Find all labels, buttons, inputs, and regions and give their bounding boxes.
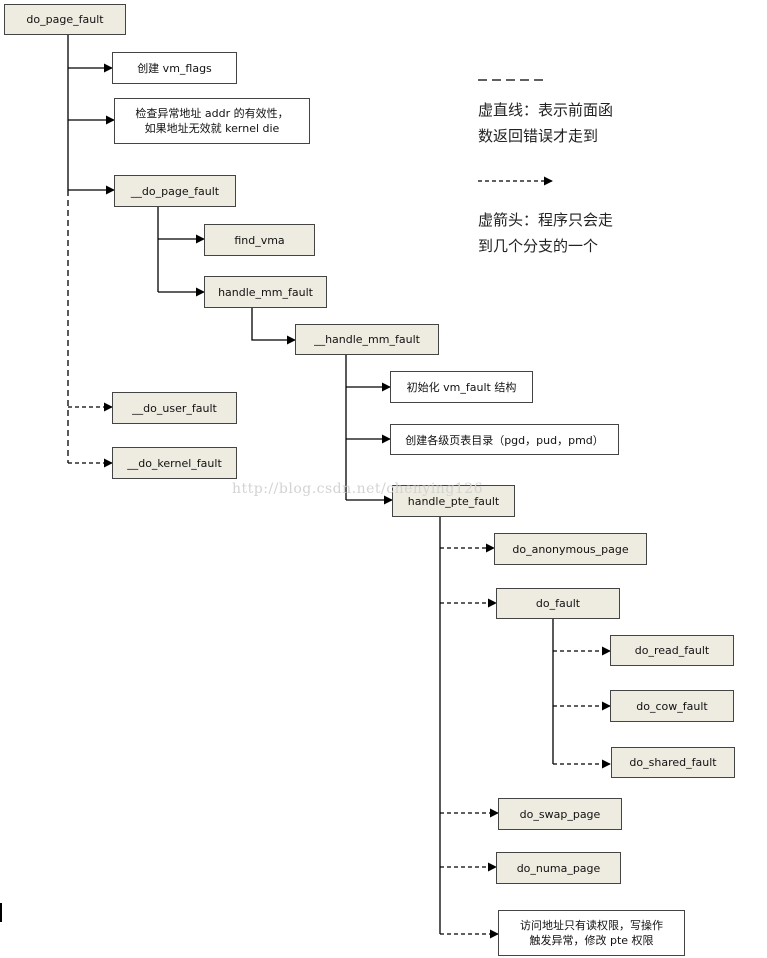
node-handle-pte-fault: handle_pte_fault xyxy=(392,485,515,517)
node-do-cow-fault: do_cow_fault xyxy=(610,690,734,722)
node-do-fault: do_fault xyxy=(496,588,620,619)
node-do-numa-page: do_numa_page xyxy=(496,852,621,884)
node-__handle-mm-fault: __handle_mm_fault xyxy=(295,324,439,355)
node-create-vm-flags: 创建 vm_flags xyxy=(112,52,237,84)
node-__do-kernel-fault: __do_kernel_fault xyxy=(112,447,237,479)
node-do-anonymous-page: do_anonymous_page xyxy=(494,533,647,565)
node-check-addr: 检查异常地址 addr 的有效性， 如果地址无效就 kernel die xyxy=(114,98,310,144)
dashed-arrows-level1 xyxy=(68,402,113,468)
node-init-vm-fault: 初始化 vm_fault 结构 xyxy=(390,371,533,403)
node-do-shared-fault: do_shared_fault xyxy=(611,747,735,778)
dashed-arrows-do_fault xyxy=(553,646,611,769)
watermark: http://blog.csdn.net/chenying126 xyxy=(232,481,484,497)
legend-dashed-line-text: 虚直线：表示前面函 数返回错误才走到 xyxy=(478,97,613,149)
node-check-addr-line1: 检查异常地址 addr 的有效性， xyxy=(135,107,289,120)
connector-handle_mm_fault xyxy=(251,308,296,345)
legend-dashed-line-line1: 虚直线：表示前面函 xyxy=(478,101,614,119)
node-access-permission-line2: 触发异常，修改 pte 权限 xyxy=(529,934,654,947)
legend-dashed-arrow-line1: 虚箭头：程序只会走 xyxy=(478,211,614,229)
edge-mark xyxy=(0,903,2,922)
solid-arrows-level1 xyxy=(68,63,115,195)
branch-__do_page_fault xyxy=(157,207,205,297)
node-handle-mm-fault: handle_mm_fault xyxy=(204,276,327,308)
node-do-read-fault: do_read_fault xyxy=(610,635,734,666)
legend-dashed-line-line2: 数返回错误才走到 xyxy=(478,127,599,145)
node-create-page-tables: 创建各级页表目录（pgd，pud，pmd） xyxy=(390,424,619,455)
branch-__handle_mm_fault xyxy=(345,355,393,505)
node-check-addr-line2: 如果地址无效就 kernel die xyxy=(144,122,280,135)
node-do-page-fault: do_page_fault xyxy=(4,4,126,35)
node-__do-page-fault: __do_page_fault xyxy=(114,175,236,207)
node-do-swap-page: do_swap_page xyxy=(498,798,622,830)
legend-dashed-arrow-line2: 到几个分支的一个 xyxy=(478,237,599,255)
node-access-permission-line1: 访问地址只有读权限，写操作 xyxy=(520,919,663,932)
dashed-arrows-pte xyxy=(440,543,499,939)
node-access-permission: 访问地址只有读权限，写操作 触发异常，修改 pte 权限 xyxy=(498,910,685,956)
legend-dashed-arrow-text: 虚箭头：程序只会走 到几个分支的一个 xyxy=(478,207,613,259)
node-find-vma: find_vma xyxy=(204,224,315,256)
node-__do-user-fault: __do_user_fault xyxy=(112,392,237,424)
